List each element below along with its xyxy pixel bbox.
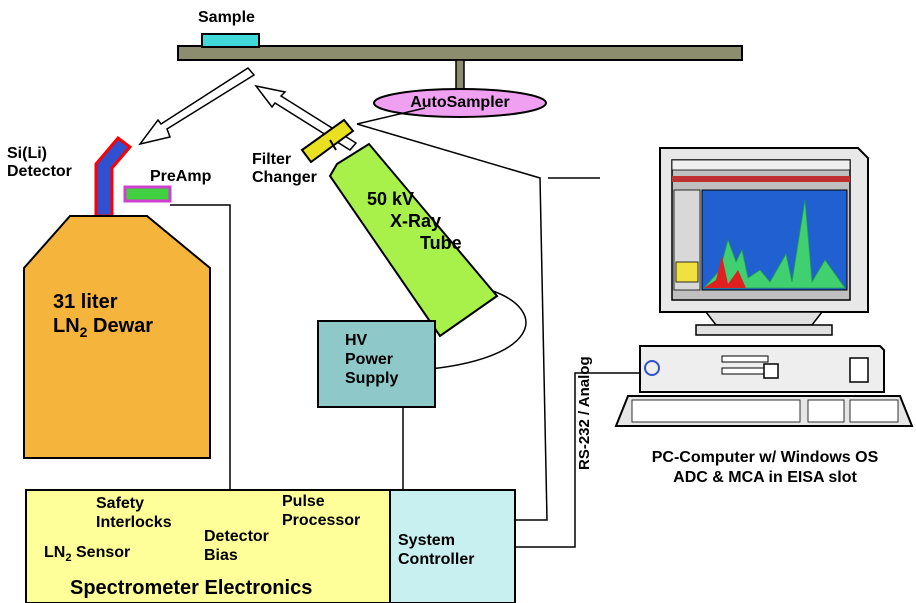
dewar-label-line2: LN2 Dewar (53, 315, 154, 340)
ln2-sensor-label: LN2 Sensor (44, 544, 131, 565)
system-controller-box (389, 489, 516, 603)
autosampler-label: AutoSampler (410, 94, 510, 111)
spectrometer-electronics-box (25, 489, 391, 603)
safety-label-line2: Interlocks (96, 514, 172, 531)
detector-label-line2: Detector (7, 163, 72, 180)
sample-holder (201, 33, 260, 48)
spectrometer-electronics-title: Spectrometer Electronics (70, 577, 313, 599)
rs232-analog-label: RS-232 / Analog (576, 356, 593, 470)
preamp-label: PreAmp (150, 168, 212, 185)
dewar-label-line1: 31 liter (53, 291, 118, 313)
computer-caption-line1: PC-Computer w/ Windows OS (651, 449, 879, 466)
hv-power-supply-box (317, 320, 436, 408)
hv-label-line1: HV (345, 332, 368, 349)
detector-label-line1: Si(Li) (7, 145, 47, 162)
si-li-detector (94, 135, 133, 218)
pulse-label-line1: Pulse (282, 493, 325, 510)
beam-arrow-down (138, 67, 256, 146)
xray-tube (328, 142, 499, 338)
detector-bias-label-line2: Bias (204, 547, 238, 564)
computer-caption-line2: ADC & MCA in EISA slot (673, 469, 857, 486)
hv-label-line2: Power (345, 351, 394, 368)
safety-label-line1: Safety (96, 495, 145, 512)
filter-changer (300, 118, 355, 164)
xray-tube-label-line3: Tube (420, 233, 462, 253)
sample-label: Sample (198, 9, 255, 26)
preamp-box (123, 185, 172, 203)
stage-post (455, 59, 465, 91)
xray-tube-label-line2: X-Ray (390, 211, 442, 231)
filter-changer-label-line1: Filter (252, 151, 292, 168)
xray-tube-label-line1: 50 kV (367, 189, 415, 209)
pc-computer (614, 147, 914, 427)
ln2-dewar (23, 215, 211, 459)
hv-label-line3: Supply (345, 370, 399, 387)
filter-changer-label-line2: Changer (252, 169, 317, 186)
sample-stage-bar (177, 45, 743, 61)
pulse-label-line2: Processor (282, 512, 361, 529)
controller-label-line1: System (398, 532, 455, 549)
controller-label-line2: Controller (398, 551, 475, 568)
detector-bias-label-line1: Detector (204, 528, 269, 545)
